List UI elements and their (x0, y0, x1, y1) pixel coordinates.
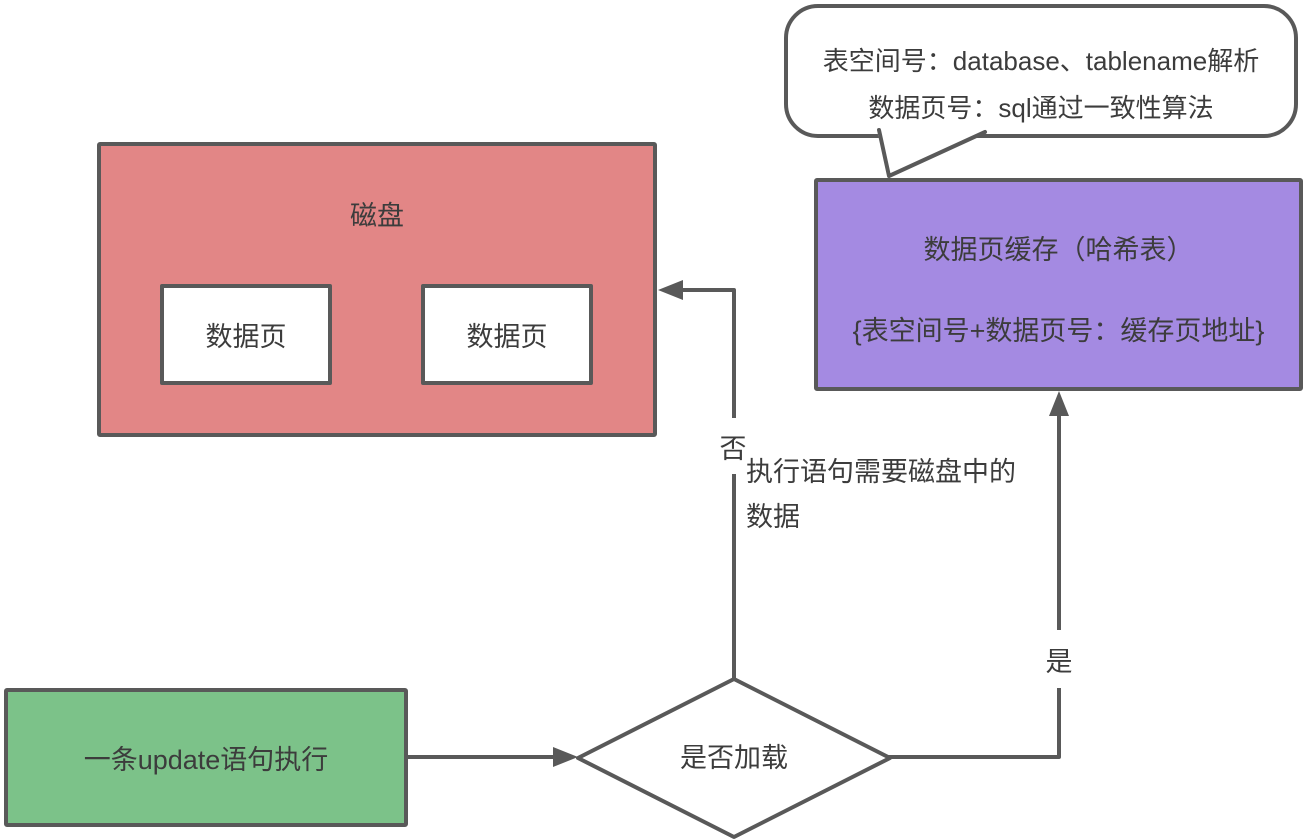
edge-decision-no-to-disk (682, 288, 736, 681)
disk-title: 磁盘 (350, 201, 404, 231)
decision-label: 是否加载 (680, 743, 788, 773)
edge-label-no: 否 (716, 418, 750, 474)
callout-line-2: 数据页号：sql通过一致性算法 (868, 93, 1214, 123)
decision-diamond (576, 677, 892, 839)
update-statement-label: 一条update语句执行 (83, 745, 329, 775)
data-page-box: 数据页 (160, 284, 332, 385)
callout-tail-outline (877, 128, 987, 178)
data-page-label: 数据页 (466, 322, 548, 352)
callout-line-1: 表空间号：database、tablename解析 (822, 46, 1260, 76)
cache-box: 数据页缓存（哈希表） {表空间号+数据页号：缓存页地址} (814, 178, 1303, 391)
edge-decision-yes-to-cache (888, 415, 1061, 759)
arrowhead-left-icon (658, 280, 683, 300)
callout-bubble: 表空间号：database、tablename解析 数据页号：sql通过一致性算… (784, 4, 1298, 138)
data-page-box: 数据页 (421, 284, 593, 385)
cache-mapping: {表空间号+数据页号：缓存页地址} (852, 316, 1265, 346)
edge-label-yes: 是 (1040, 630, 1078, 688)
disk-box: 磁盘 数据页 数据页 (97, 142, 657, 437)
callout-tail (877, 128, 987, 178)
data-page-label: 数据页 (205, 322, 287, 352)
update-statement-box: 一条update语句执行 (4, 688, 408, 827)
edge-note-disk-data: 执行语句需要磁盘中的 数据 (746, 457, 1016, 532)
arrowhead-up-icon (1049, 391, 1069, 416)
cache-title: 数据页缓存（哈希表） (923, 235, 1194, 265)
arrowhead-right-icon (553, 747, 578, 767)
